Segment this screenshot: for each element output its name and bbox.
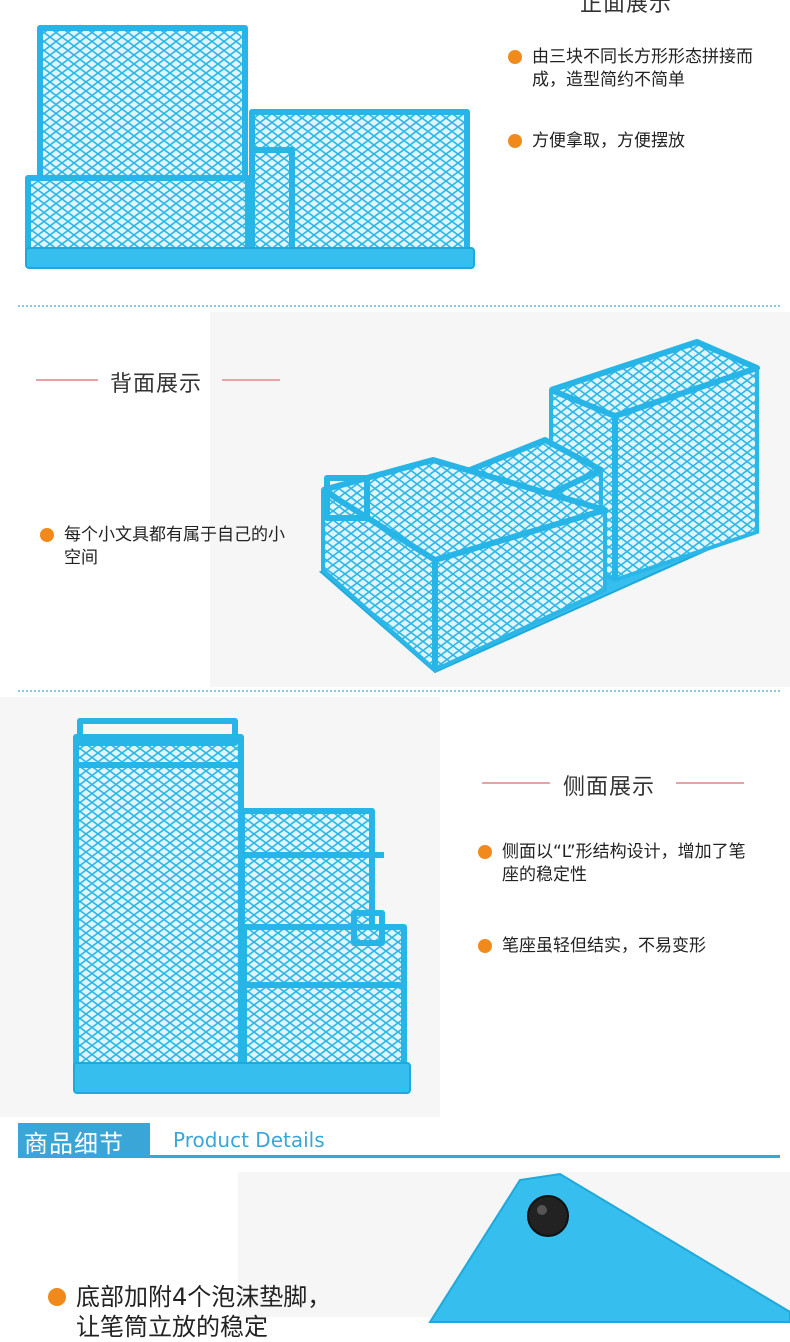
side-bullet-1: 侧面以“L”形结构设计，增加了笔座的稳定性: [478, 841, 753, 887]
bullet-dot-icon: [508, 50, 522, 64]
bullet-dot-icon: [48, 1288, 66, 1306]
front-bullet-1-text: 由三块不同长方形形态拼接而成，造型简约不简单: [532, 47, 753, 90]
title-line-right: [676, 782, 744, 784]
title-line-left: [482, 782, 550, 784]
bullet-dot-icon: [508, 134, 522, 148]
title-line-right: [222, 379, 280, 381]
details-header-line: [18, 1155, 780, 1158]
front-title: 正面展示: [580, 0, 673, 17]
details-header: 商品细节 Product Details: [18, 1123, 780, 1163]
details-bullet: 底部加附4个泡沫垫脚， 让笔筒立放的稳定: [48, 1282, 331, 1342]
side-section: 侧面展示 侧面以“L”形结构设计，增加了笔座的稳定性 笔座虽轻但结实，不易变形: [0, 697, 790, 1117]
section-divider: [18, 305, 780, 307]
front-bullet-2: 方便拿取，方便摆放: [508, 130, 768, 153]
front-product-image: [25, 25, 475, 269]
details-bullet-cont: 让笔筒立放的稳定: [76, 1313, 268, 1341]
bullet-dot-icon: [478, 845, 492, 859]
front-section: 正面展示 由三块不同长方形形态拼接而成，造型简约不简单 方便拿取，方便摆放: [0, 0, 790, 305]
side-bullet-1-text: 侧面以“L”形结构设计，增加了笔座的稳定性: [502, 842, 746, 885]
details-title-en: Product Details: [173, 1128, 325, 1152]
bullet-dot-icon: [40, 528, 54, 542]
back-section: 背面展示 每个小文具都有属于自己的小空间: [0, 312, 790, 692]
front-bullet-2-text: 方便拿取，方便摆放: [532, 131, 685, 151]
foam-pad-icon: [527, 1195, 569, 1237]
back-bullet-1: 每个小文具都有属于自己的小空间: [40, 524, 295, 570]
side-title: 侧面展示: [563, 775, 656, 800]
front-bullet-1: 由三块不同长方形形态拼接而成，造型简约不简单: [508, 46, 768, 92]
bullet-dot-icon: [478, 939, 492, 953]
title-line-left: [36, 379, 98, 381]
back-bullet-1-text: 每个小文具都有属于自己的小空间: [64, 525, 285, 568]
back-title: 背面展示: [110, 372, 203, 397]
side-bullet-2: 笔座虽轻但结实，不易变形: [478, 935, 753, 958]
back-product-image: [318, 339, 760, 674]
details-title-cn: 商品细节: [24, 1130, 124, 1158]
details-bullet-text: 底部加附4个泡沫垫脚，: [76, 1283, 332, 1311]
details-title-cn-box: [18, 1123, 150, 1155]
side-product-image: [73, 718, 411, 1094]
details-product-image: [428, 1172, 790, 1323]
side-bullet-2-text: 笔座虽轻但结实，不易变形: [502, 936, 706, 956]
section-divider: [18, 690, 780, 692]
